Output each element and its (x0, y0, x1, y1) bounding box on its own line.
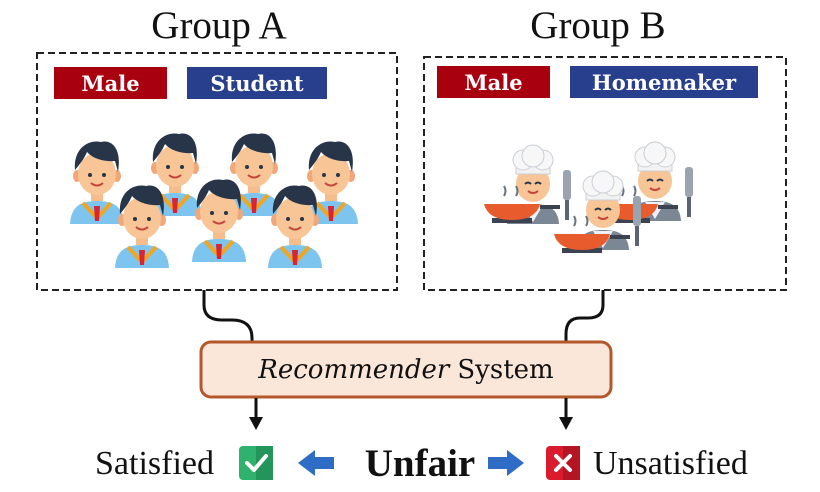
student-icon (68, 139, 126, 226)
cross-icon (546, 446, 580, 480)
group-a-occupation-tag (187, 67, 327, 99)
connector-group-a (202, 290, 254, 343)
check-icon (239, 446, 273, 480)
group-a-occupation-label: Student (210, 71, 303, 96)
student-icon (266, 183, 324, 270)
group-a-box (36, 52, 398, 291)
group-b-gender-label: Male (464, 70, 522, 95)
group-b-occupation-label: Homemaker (592, 70, 737, 95)
output-arrow-left (249, 398, 263, 430)
system-word: System (457, 355, 553, 385)
recommender-italic-word: Recommender (257, 355, 451, 385)
group-b-title: Group B (530, 4, 665, 47)
group-b-box (423, 56, 787, 291)
arrow-right-icon (488, 450, 524, 476)
group-b-gender-tag (437, 66, 550, 98)
output-arrow-right (559, 398, 573, 430)
recommender-system-box (199, 340, 613, 399)
group-a-gender-tag (54, 67, 167, 99)
student-icon (113, 183, 171, 270)
satisfied-label: Satisfied (95, 445, 214, 482)
unfair-label: Unfair (365, 442, 476, 485)
chef-icon-group (483, 141, 694, 254)
student-icon-group (68, 131, 360, 270)
student-icon (190, 177, 248, 264)
arrow-left-icon (298, 450, 334, 476)
connector-group-b (564, 290, 605, 343)
unsatisfied-label: Unsatisfied (593, 445, 748, 482)
group-a-gender-label: Male (81, 71, 139, 96)
group-b-occupation-tag (570, 66, 758, 98)
group-a-title: Group A (151, 4, 286, 47)
